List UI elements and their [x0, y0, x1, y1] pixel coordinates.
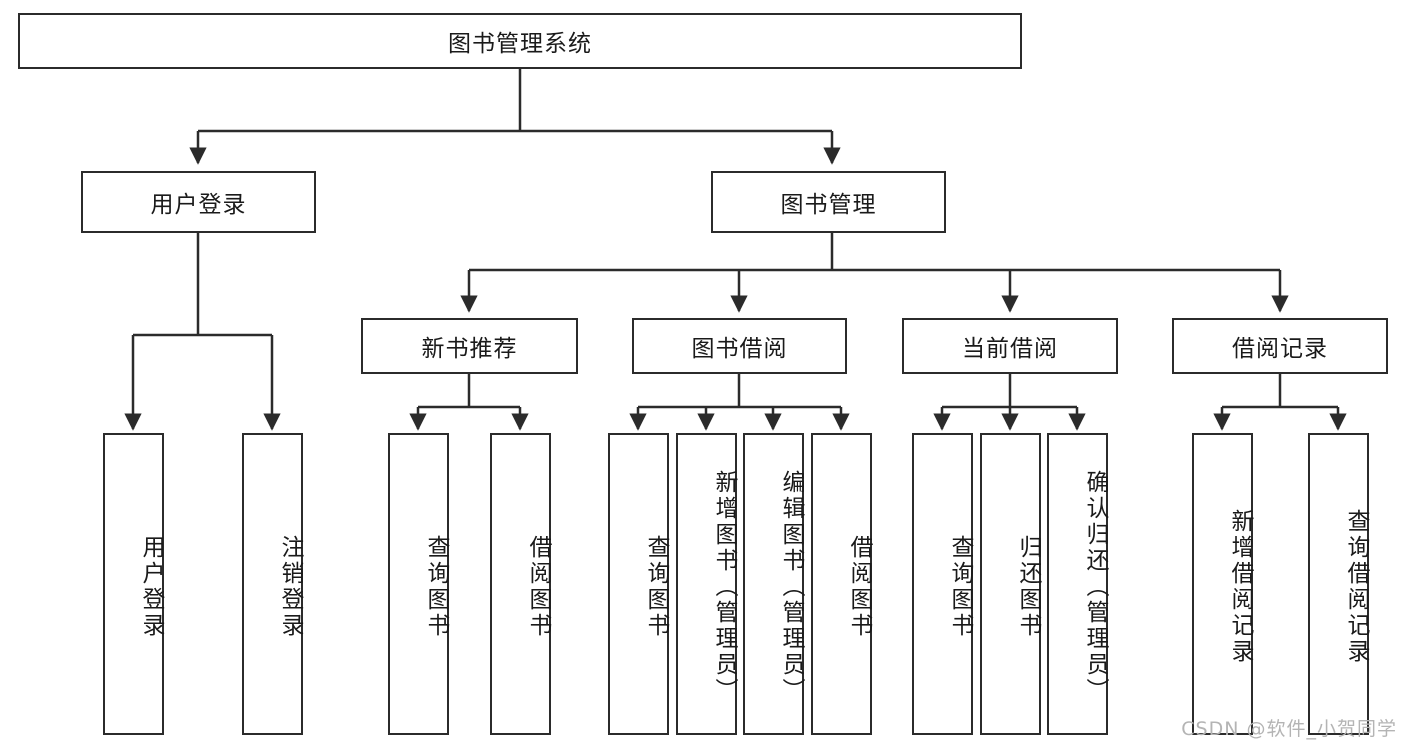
node-label: 查询图书: [423, 535, 449, 639]
node-book-borrow[interactable]: 图书借阅: [632, 318, 847, 374]
node-label: 新书推荐: [421, 336, 518, 362]
leaf-borrow-record-add[interactable]: 新增借阅记录: [1192, 433, 1253, 735]
node-book-management[interactable]: 图书管理: [711, 171, 946, 233]
leaf-user-login-login[interactable]: 用户登录: [103, 433, 164, 735]
node-label: 新增借阅记录: [1227, 509, 1253, 665]
node-label: 新增图书（管理员）: [711, 470, 737, 704]
node-label: 图书借阅: [691, 336, 788, 362]
node-label: 查询图书: [947, 535, 973, 639]
leaf-book-borrow-borrow[interactable]: 借阅图书: [811, 433, 872, 735]
node-label: 确认归还（管理员）: [1082, 470, 1108, 704]
leaf-book-borrow-add[interactable]: 新增图书（管理员）: [676, 433, 737, 735]
node-label: 图书管理: [780, 192, 877, 218]
node-label: 借阅图书: [525, 535, 551, 639]
node-label: 查询图书: [643, 535, 669, 639]
node-label: 图书管理系统: [448, 31, 592, 57]
leaf-current-borrow-query[interactable]: 查询图书: [912, 433, 973, 735]
watermark: CSDN @软件_小贺同学: [1181, 718, 1397, 740]
node-user-login[interactable]: 用户登录: [81, 171, 316, 233]
node-label: 查询借阅记录: [1343, 509, 1369, 665]
node-label: 当前借阅: [962, 336, 1058, 362]
leaf-current-borrow-confirm-return[interactable]: 确认归还（管理员）: [1047, 433, 1108, 735]
node-label: 借阅记录: [1232, 336, 1328, 362]
leaf-book-borrow-query[interactable]: 查询图书: [608, 433, 669, 735]
node-label: 用户登录: [150, 192, 247, 218]
leaf-borrow-record-query[interactable]: 查询借阅记录: [1308, 433, 1369, 735]
node-root-library-system[interactable]: 图书管理系统: [18, 13, 1022, 69]
leaf-new-book-query[interactable]: 查询图书: [388, 433, 449, 735]
node-label: 编辑图书（管理员）: [778, 470, 804, 704]
leaf-user-login-logout[interactable]: 注销登录: [242, 433, 303, 735]
node-new-book-recommend[interactable]: 新书推荐: [361, 318, 578, 374]
node-current-borrow[interactable]: 当前借阅: [902, 318, 1118, 374]
node-borrow-record[interactable]: 借阅记录: [1172, 318, 1388, 374]
node-label: 借阅图书: [846, 535, 872, 639]
node-label: 归还图书: [1015, 535, 1041, 639]
node-label: 注销登录: [277, 535, 303, 639]
leaf-new-book-borrow[interactable]: 借阅图书: [490, 433, 551, 735]
leaf-current-borrow-return[interactable]: 归还图书: [980, 433, 1041, 735]
node-label: 用户登录: [138, 535, 164, 639]
leaf-book-borrow-edit[interactable]: 编辑图书（管理员）: [743, 433, 804, 735]
